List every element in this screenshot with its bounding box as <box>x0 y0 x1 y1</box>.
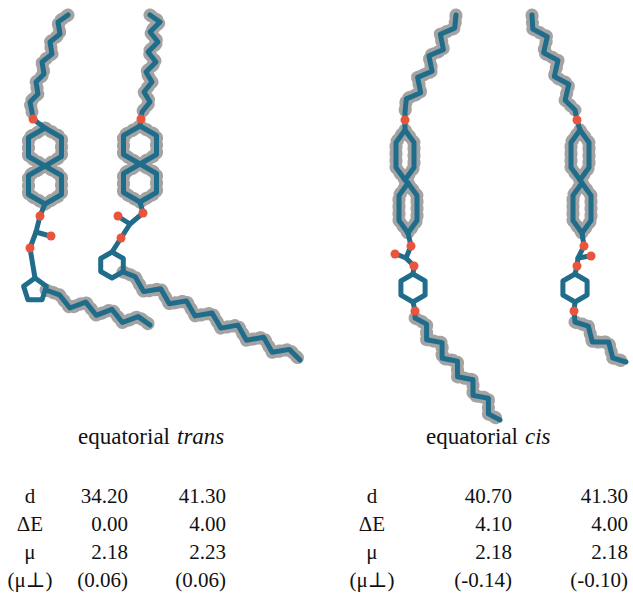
caption-text: trans <box>177 424 224 450</box>
value-cell: (0.06) <box>77 568 128 592</box>
value-cell: 41.30 <box>179 484 226 508</box>
value-cell: 34.20 <box>81 484 128 508</box>
caption-text: cis <box>525 424 551 450</box>
caption-text: equatorial <box>78 424 170 450</box>
value-cell: 40.70 <box>465 484 512 508</box>
value-cell: 2.18 <box>591 540 628 564</box>
row-label: (μ⊥) <box>8 568 53 592</box>
row-label: μ <box>24 540 35 564</box>
value-cell: 0.00 <box>91 512 128 536</box>
value-cell: (0.06) <box>175 568 226 592</box>
value-cell: 4.00 <box>189 512 226 536</box>
value-cell: 4.10 <box>475 512 512 536</box>
oxygen-atoms <box>26 115 596 316</box>
row-label: ΔE <box>359 512 385 536</box>
value-cell: 4.00 <box>591 512 628 536</box>
value-cell: (-0.14) <box>454 568 512 592</box>
row-label: μ <box>366 540 377 564</box>
row-label: (μ⊥) <box>350 568 395 592</box>
value-cell: 41.30 <box>581 484 628 508</box>
row-label: d <box>25 484 36 508</box>
value-cell: 2.23 <box>189 540 226 564</box>
value-cell: (-0.10) <box>570 568 628 592</box>
row-label: ΔE <box>17 512 43 536</box>
value-cell: 2.18 <box>91 540 128 564</box>
row-label: d <box>367 484 378 508</box>
hydrogen-atoms <box>29 15 627 420</box>
carbon-skeleton <box>24 15 626 420</box>
value-cell: 2.18 <box>475 540 512 564</box>
caption-text: equatorial <box>426 424 518 450</box>
